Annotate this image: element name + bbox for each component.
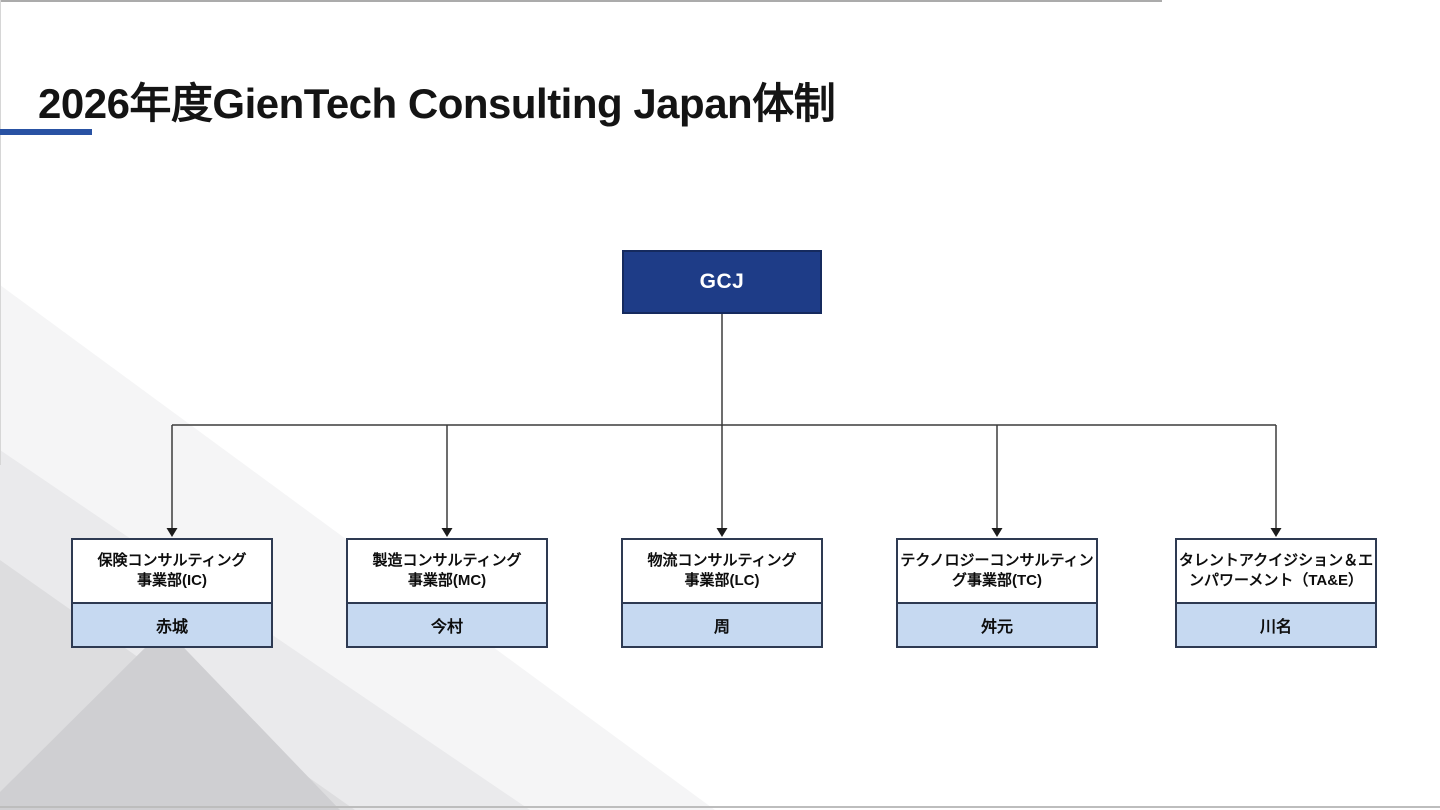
dept-name-line2: 事業部(LC) — [684, 572, 760, 589]
dept-name: 保険コンサルティング 事業部(IC) — [73, 540, 271, 602]
window-edge-left — [0, 0, 1, 465]
window-edge-top — [0, 0, 1162, 2]
org-node-talent-acquisition-empowerment: タレントアクイジション＆エ ンパワーメント（TA&E） 川名 — [1175, 538, 1377, 648]
dept-manager: 舛元 — [898, 602, 1096, 646]
org-node-gcj: GCJ — [622, 250, 822, 314]
dept-name-line1: 保険コンサルティング — [97, 552, 247, 569]
dept-name-line2: ンパワーメント（TA&E） — [1188, 572, 1364, 589]
dept-manager: 今村 — [348, 602, 546, 646]
title-underline-bar — [0, 129, 92, 135]
dept-name: 製造コンサルティング 事業部(MC) — [348, 540, 546, 602]
org-node-technology-consulting: テクノロジーコンサルティン グ事業部(TC) 舛元 — [896, 538, 1098, 648]
dept-name-line1: 物流コンサルティング — [647, 552, 797, 569]
org-node-gcj-label: GCJ — [699, 270, 745, 293]
dept-manager: 周 — [623, 602, 821, 646]
dept-name-line2: 事業部(MC) — [407, 572, 487, 589]
dept-name: 物流コンサルティング 事業部(LC) — [623, 540, 821, 602]
dept-manager: 川名 — [1177, 602, 1375, 646]
page-title: 2026年度GienTech Consulting Japan体制 — [38, 80, 836, 127]
dept-name: タレントアクイジション＆エ ンパワーメント（TA&E） — [1177, 540, 1375, 602]
dept-name: テクノロジーコンサルティン グ事業部(TC) — [898, 540, 1096, 602]
org-node-manufacturing-consulting: 製造コンサルティング 事業部(MC) 今村 — [346, 538, 548, 648]
org-node-logistics-consulting: 物流コンサルティング 事業部(LC) 周 — [621, 538, 823, 648]
dept-name-line1: テクノロジーコンサルティン — [900, 552, 1094, 569]
org-node-insurance-consulting: 保険コンサルティング 事業部(IC) 赤城 — [71, 538, 273, 648]
dept-name-line1: タレントアクイジション＆エ — [1178, 552, 1374, 569]
window-edge-bottom — [0, 806, 1440, 808]
dept-name-line1: 製造コンサルティング — [372, 552, 522, 569]
dept-name-line2: 事業部(IC) — [137, 572, 207, 589]
dept-manager: 赤城 — [73, 602, 271, 646]
dept-name-line2: グ事業部(TC) — [952, 572, 1042, 589]
